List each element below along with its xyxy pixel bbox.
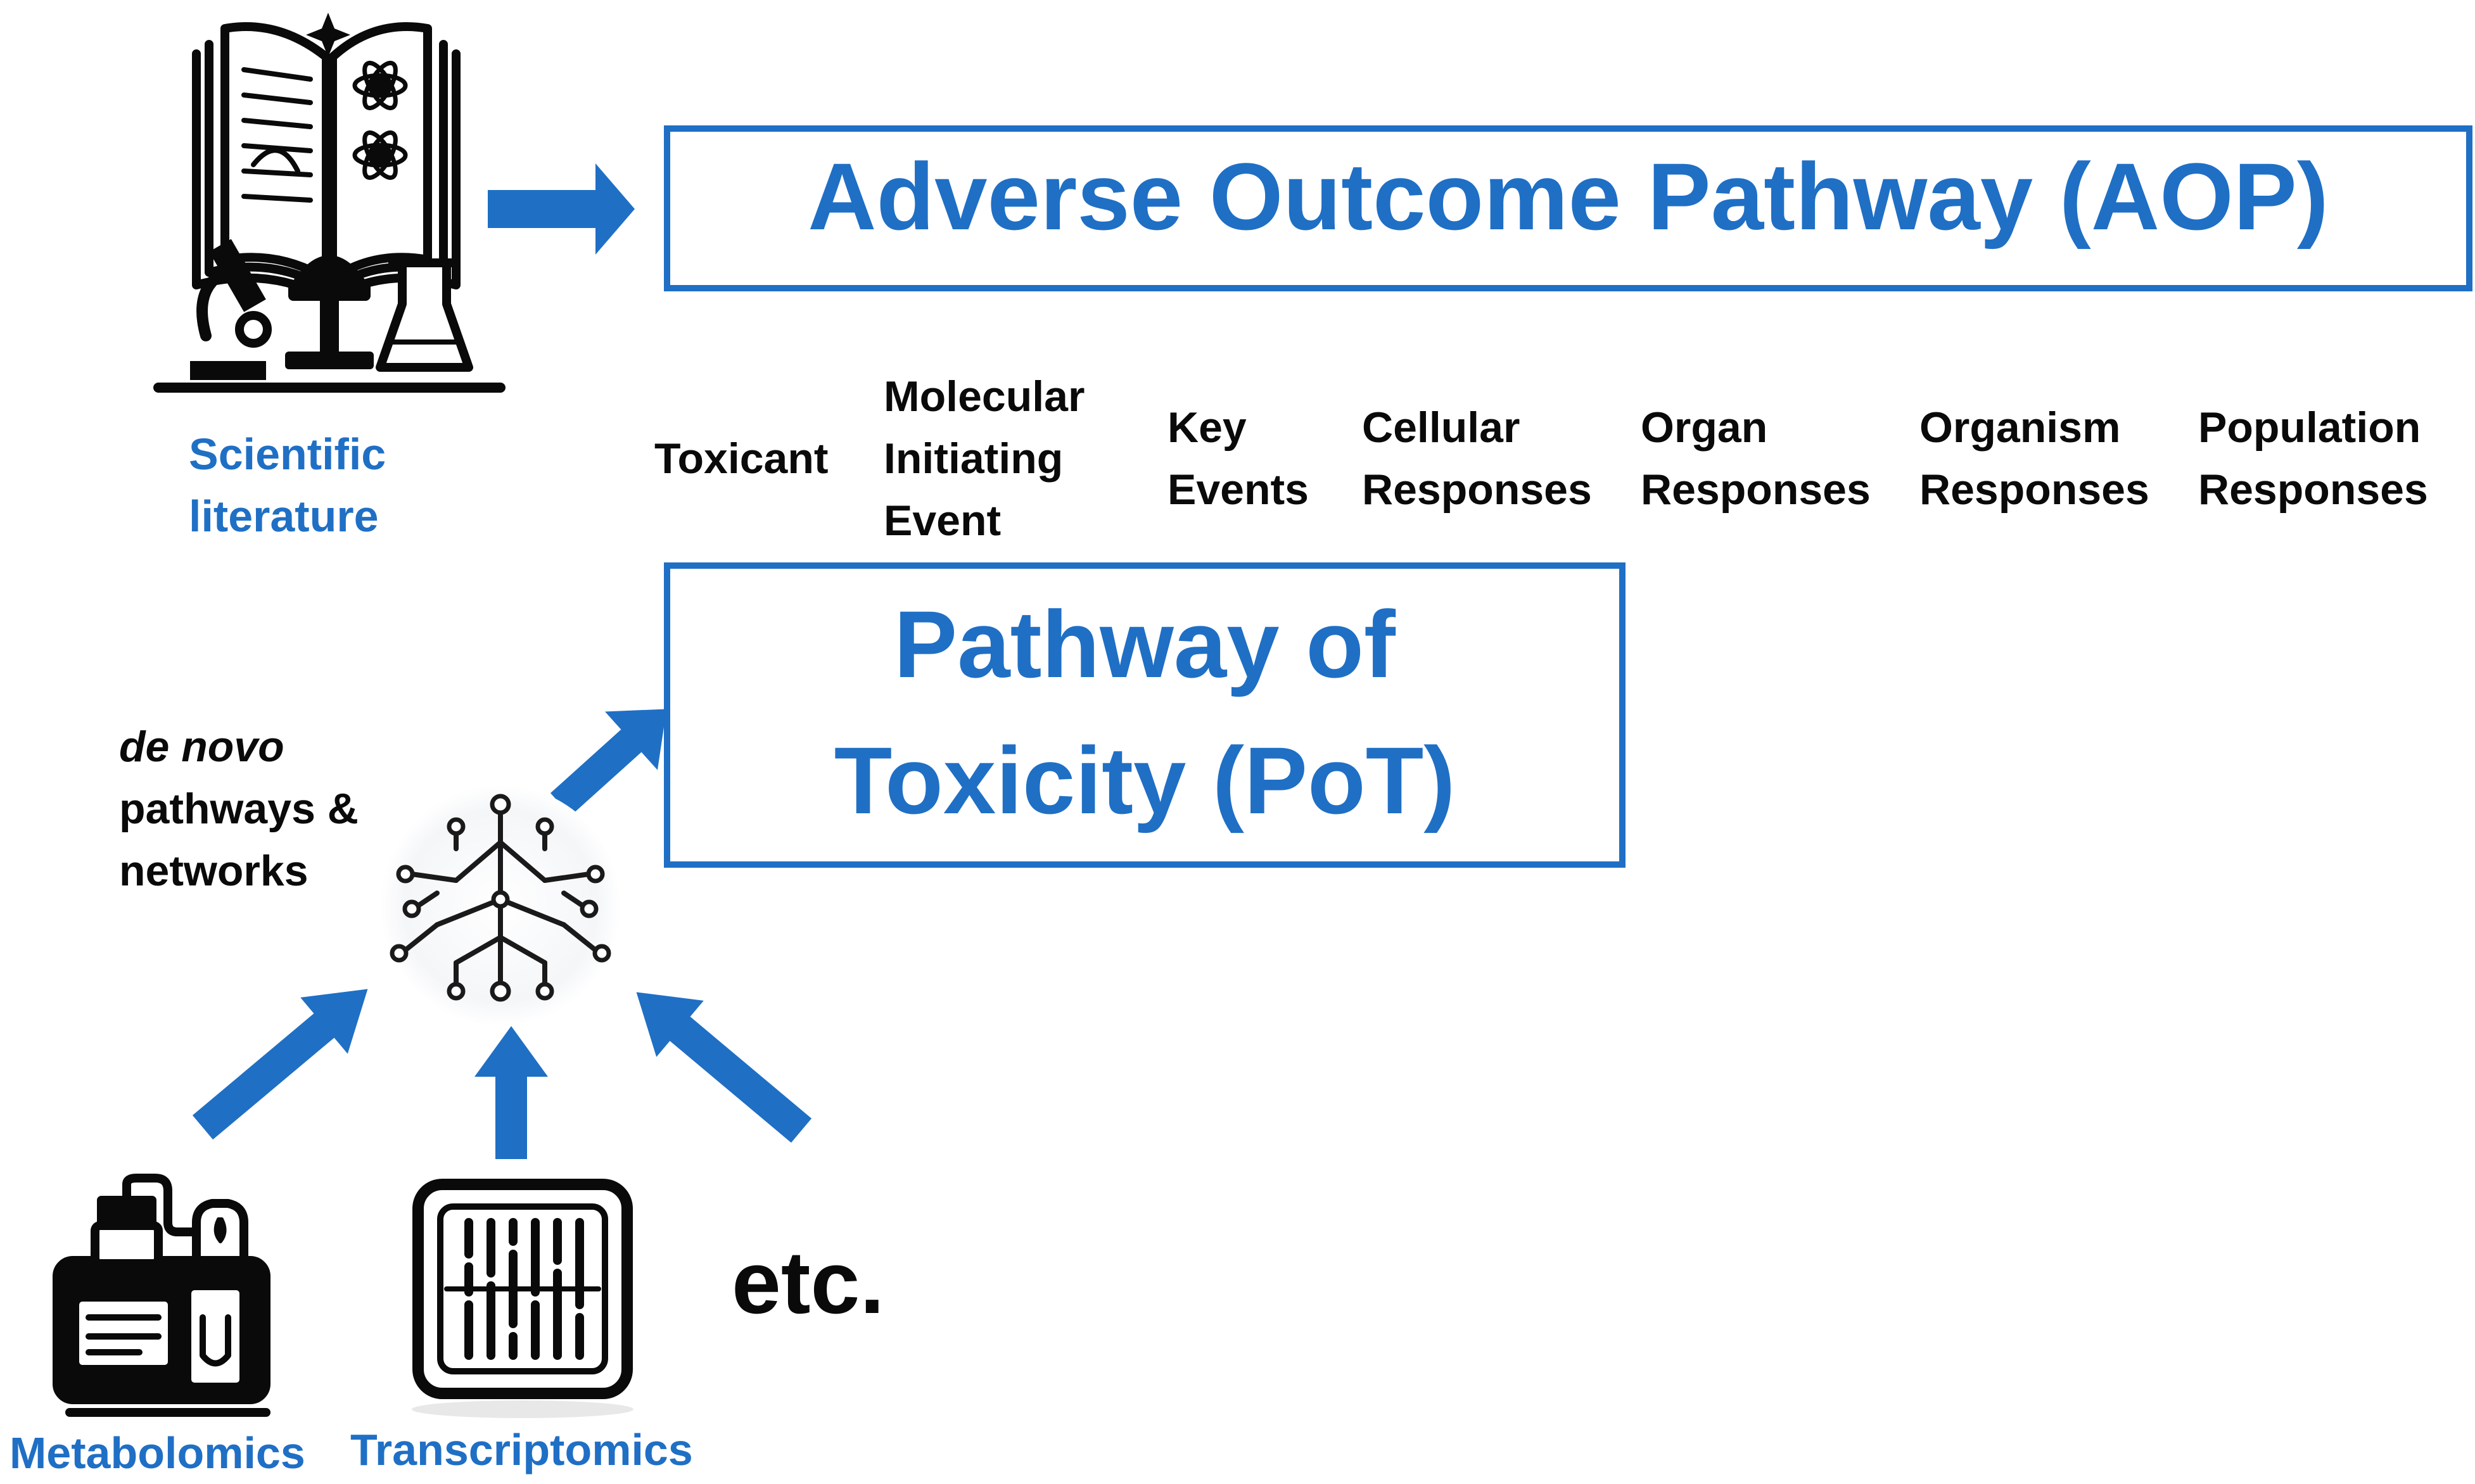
stage-cellular-line1: Cellular xyxy=(1362,403,1520,452)
stage-organ-line2: Responses xyxy=(1641,466,1871,514)
stage-organism-line1: Organism xyxy=(1919,403,2121,452)
stage-mie-line3: Event xyxy=(884,497,1002,545)
stage-molecular-initiating-event: Molecular Initiating Event xyxy=(884,365,1085,552)
stage-cellular-responses: Cellular Responses xyxy=(1362,396,1592,521)
de-novo-line2: pathways & xyxy=(119,785,359,833)
stage-mie-line2: Initiating xyxy=(884,434,1064,483)
literature-line2: literature xyxy=(189,491,379,541)
lab-instrument-icon xyxy=(53,1174,270,1417)
microarray-chip-icon xyxy=(412,1179,633,1418)
pot-title-line2: Toxicity (PoT) xyxy=(834,727,1456,834)
book-lab-icon xyxy=(153,13,506,393)
stage-population-line1: Population xyxy=(2198,403,2421,452)
stage-organism-line2: Responses xyxy=(1919,466,2149,514)
stage-mie-line1: Molecular xyxy=(884,372,1085,421)
de-novo-label: de novo pathways & networks xyxy=(119,716,359,902)
pot-box xyxy=(664,562,1626,868)
stage-organ-responses: Organ Responses xyxy=(1641,396,1871,521)
arrow-metabolomics-to-network xyxy=(192,989,368,1140)
stage-key-events-line2: Events xyxy=(1168,466,1309,514)
aop-box xyxy=(664,125,2472,291)
scientific-literature-label: Scientific literature xyxy=(189,423,386,547)
etc-label: etc. xyxy=(732,1233,885,1332)
stage-population-line2: Responses xyxy=(2198,466,2428,514)
transcriptomics-label: Transcriptomics xyxy=(350,1425,693,1474)
literature-line1: Scientific xyxy=(189,429,386,479)
stage-toxicant-line1: Toxicant xyxy=(654,434,829,483)
stage-cellular-line2: Responses xyxy=(1362,466,1592,514)
stage-organ-line1: Organ xyxy=(1641,403,1768,452)
pot-title-line1: Pathway of xyxy=(894,591,1396,697)
de-novo-line3: networks xyxy=(119,847,309,895)
arrow-network-to-pot xyxy=(550,709,667,816)
aop-title: Adverse Outcome Pathway (AOP) xyxy=(808,143,2329,250)
de-novo-line1: de novo xyxy=(119,723,284,771)
arrow-literature-to-aop xyxy=(488,163,635,255)
stage-population-responses: Population Responses xyxy=(2198,396,2428,521)
stage-key-events-line1: Key xyxy=(1168,403,1247,452)
stage-toxicant: Toxicant xyxy=(654,428,829,490)
stage-key-events: Key Events xyxy=(1168,396,1309,521)
arrow-transcriptomics-to-network xyxy=(474,1026,548,1159)
neural-network-icon xyxy=(380,785,621,1026)
metabolomics-label: Metabolomics xyxy=(10,1428,305,1478)
stage-organism-responses: Organism Responses xyxy=(1919,396,2149,521)
arrow-etc-to-network xyxy=(636,992,812,1143)
